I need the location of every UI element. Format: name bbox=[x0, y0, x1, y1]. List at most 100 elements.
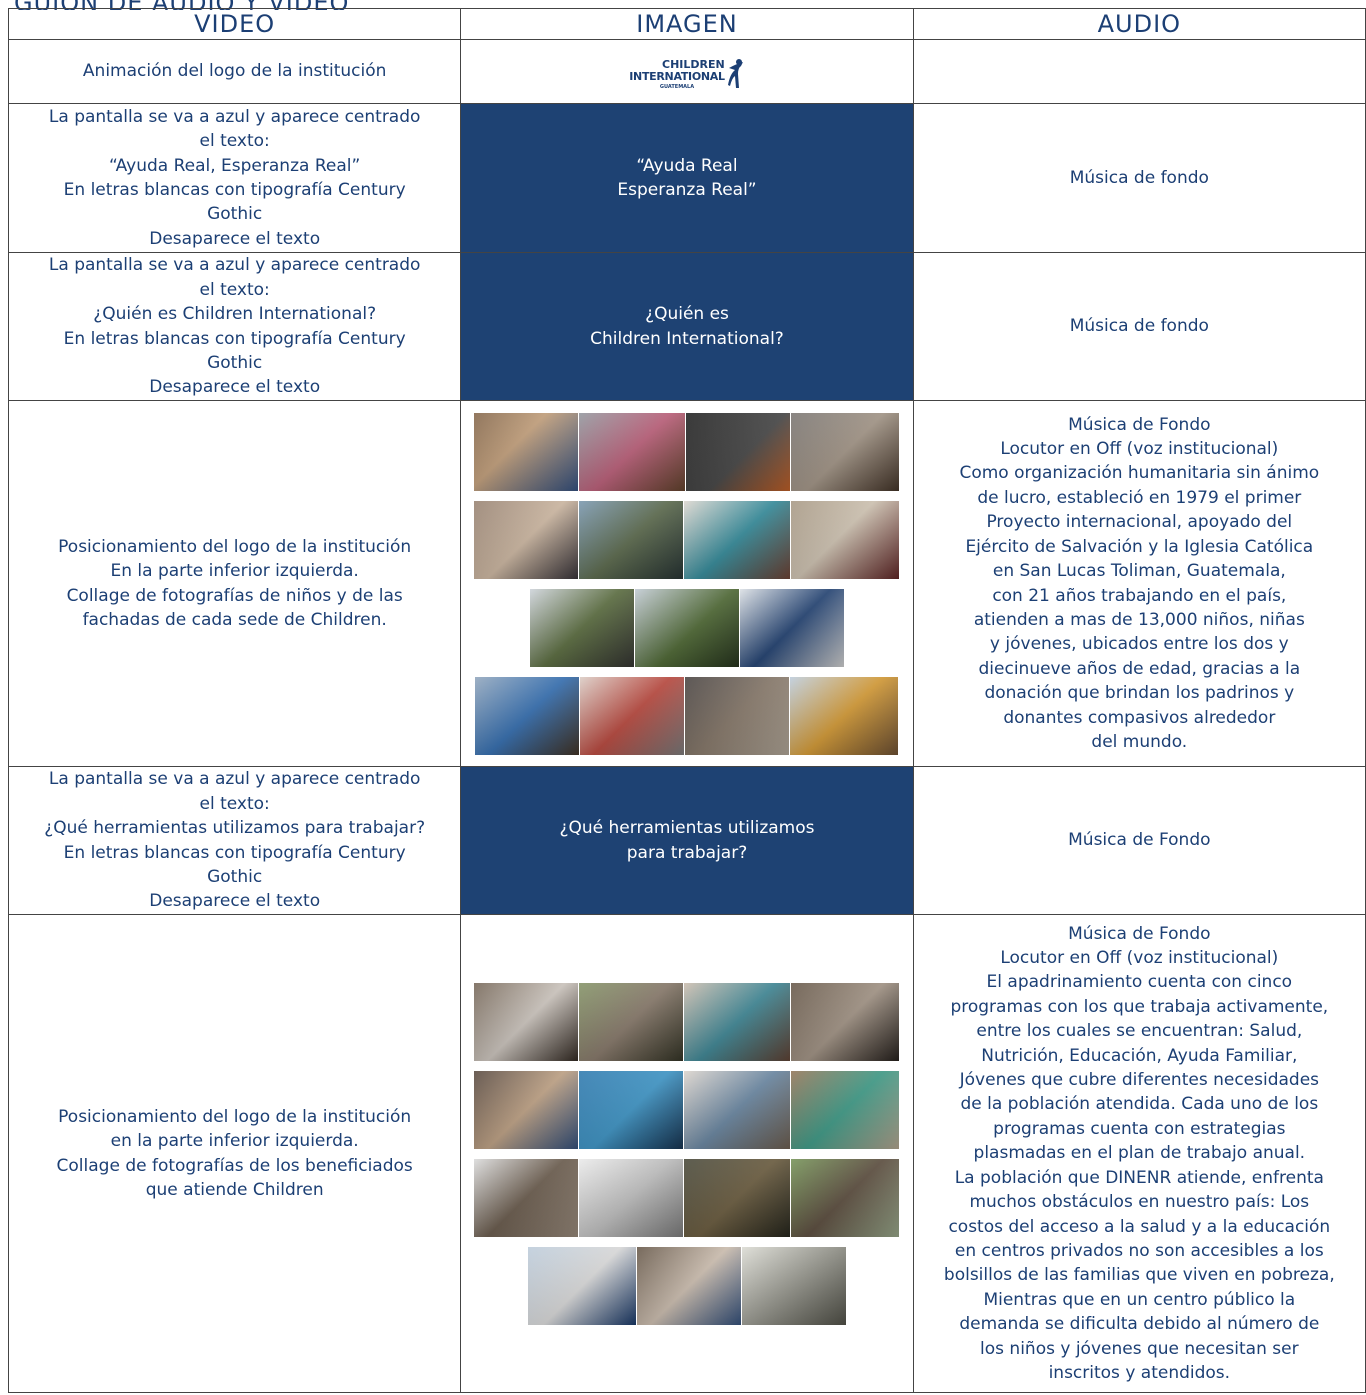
photo bbox=[684, 982, 791, 1061]
text-line: La pantalla se va a azul y aparece centr… bbox=[48, 106, 421, 127]
text-line: Animación del logo de la institución bbox=[82, 61, 387, 82]
text-line: Música de Fondo bbox=[1068, 923, 1211, 944]
text-line: costos del acceso a la salud y a la educ… bbox=[948, 1216, 1331, 1237]
video-cell: La pantalla se va a azul y aparece centr… bbox=[7, 252, 462, 401]
text-line: ¿Quién es bbox=[645, 304, 729, 324]
photo bbox=[475, 676, 580, 755]
photo bbox=[474, 1070, 579, 1149]
text-line: Desaparece el texto bbox=[149, 377, 321, 398]
text-line: Posicionamiento del logo de la instituci… bbox=[58, 536, 412, 557]
text-line: del mundo. bbox=[1091, 731, 1188, 752]
text-line: Música de Fondo bbox=[1068, 414, 1211, 435]
text-line: La población que DINENR atiende, enfrent… bbox=[954, 1167, 1324, 1188]
photo bbox=[474, 500, 579, 579]
photo-strip bbox=[527, 1246, 846, 1325]
text-line: de la población atendida. Cada uno de lo… bbox=[960, 1094, 1319, 1115]
text-line: La pantalla se va a azul y aparece centr… bbox=[48, 255, 421, 276]
photo bbox=[791, 500, 900, 579]
header-video: VIDEO bbox=[7, 8, 462, 40]
text-line: el texto: bbox=[199, 131, 270, 152]
photo bbox=[686, 412, 791, 491]
photo bbox=[579, 412, 686, 491]
photo-strip bbox=[529, 588, 844, 667]
text-line: Collage de fotografías de niños y de las bbox=[66, 585, 403, 606]
table-row: Animación del logo de la institución CHI… bbox=[7, 39, 1366, 104]
text-line: En letras blancas con tipografía Century bbox=[63, 180, 406, 200]
table-row: La pantalla se va a azul y aparece centr… bbox=[7, 103, 1366, 253]
table-row: La pantalla se va a azul y aparece centr… bbox=[7, 252, 1366, 401]
table-row: Posicionamiento del logo de la instituci… bbox=[7, 914, 1366, 1393]
photo bbox=[791, 412, 900, 491]
children-international-logo: CHILDREN INTERNATIONAL GUATEMALA bbox=[629, 58, 744, 92]
text-line: Desaparece el texto bbox=[149, 891, 321, 912]
text-line: el texto: bbox=[199, 279, 270, 300]
text-line: diecinueve años de edad, gracias a la bbox=[978, 658, 1301, 679]
video-cell: Animación del logo de la institución bbox=[7, 39, 462, 104]
text-line: En letras blancas con tipografía Century bbox=[63, 842, 406, 863]
text-line: Posicionamiento del logo de la instituci… bbox=[58, 1106, 412, 1127]
text-line: “Ayuda Real bbox=[636, 155, 738, 176]
table-row: Posicionamiento del logo de la instituci… bbox=[7, 400, 1366, 767]
audio-cell: Música de fondo bbox=[912, 252, 1366, 401]
header-audio: AUDIO bbox=[912, 8, 1366, 40]
text-line: demanda se dificulta debido al número de bbox=[959, 1314, 1320, 1335]
text-line: Proyecto internacional, apoyado del bbox=[986, 512, 1293, 533]
logo-line-1: CHILDREN bbox=[662, 58, 725, 71]
table-row: La pantalla se va a azul y aparece centr… bbox=[7, 766, 1366, 915]
photo bbox=[791, 1158, 900, 1237]
photo bbox=[791, 1070, 900, 1149]
photo bbox=[685, 676, 790, 755]
script-table: VIDEO IMAGEN AUDIO Animación del logo de… bbox=[7, 8, 1366, 1393]
photo bbox=[579, 982, 684, 1061]
text-line: Gothic bbox=[207, 866, 263, 887]
text-line: Música de fondo bbox=[1069, 167, 1209, 188]
text-line: Gothic bbox=[207, 204, 263, 225]
text-line: programas con los que trabaja activament… bbox=[950, 996, 1329, 1017]
header-row: VIDEO IMAGEN AUDIO bbox=[7, 8, 1366, 40]
photo-collage-children-sedes bbox=[460, 400, 914, 767]
photo bbox=[684, 500, 791, 579]
audio-cell: Música de fondo bbox=[912, 103, 1366, 253]
photo bbox=[580, 676, 685, 755]
imagen-cell: CHILDREN INTERNATIONAL GUATEMALA bbox=[460, 39, 914, 104]
photo bbox=[741, 1246, 846, 1325]
text-line: para trabajar? bbox=[626, 842, 748, 863]
photo bbox=[474, 1158, 579, 1237]
text-line: ¿Quién es Children International? bbox=[93, 304, 377, 325]
photo bbox=[474, 982, 579, 1061]
text-line: Música de Fondo bbox=[1068, 830, 1211, 851]
text-line: ¿Qué herramientas utilizamos para trabaj… bbox=[44, 818, 426, 839]
video-cell: Posicionamiento del logo de la instituci… bbox=[7, 400, 462, 767]
text-line: Locutor en Off (voz institucional) bbox=[1000, 948, 1279, 969]
photo-strip bbox=[475, 676, 899, 755]
text-line: ¿Qué herramientas utilizamos bbox=[559, 818, 815, 838]
logo-line-3: GUATEMALA bbox=[659, 84, 695, 90]
text-line: Como organización humanitaria sin ánimo bbox=[959, 463, 1320, 484]
photo bbox=[579, 1070, 684, 1149]
photo bbox=[684, 1158, 791, 1237]
photo bbox=[636, 1246, 741, 1325]
page-title: GUION DE AUDIO Y VIDEO bbox=[14, 0, 349, 10]
photo bbox=[579, 500, 684, 579]
photo bbox=[579, 1158, 684, 1237]
text-line: que atiende Children bbox=[145, 1179, 324, 1200]
text-line: de lucro, estableció en 1979 el primer bbox=[977, 487, 1302, 508]
photo bbox=[529, 588, 634, 667]
text-line: “Ayuda Real, Esperanza Real” bbox=[109, 155, 361, 176]
photo-strip bbox=[474, 1070, 900, 1149]
text-line: La pantalla se va a azul y aparece centr… bbox=[48, 769, 421, 790]
photo bbox=[790, 676, 899, 755]
photo bbox=[527, 1246, 636, 1325]
text-line: Collage de fotografías de los beneficiad… bbox=[56, 1155, 413, 1176]
text-line: En la parte inferior izquierda. bbox=[110, 561, 359, 582]
text-line: fachadas de cada sede de Children. bbox=[82, 609, 387, 630]
video-cell: La pantalla se va a azul y aparece centr… bbox=[7, 766, 462, 915]
photo-strip bbox=[474, 1158, 900, 1237]
photo bbox=[474, 412, 579, 491]
blue-title-screen: ¿Qué herramientas utilizamos para trabaja… bbox=[460, 766, 914, 915]
text-line: muchos obstáculos en nuestro país: Los bbox=[969, 1192, 1310, 1213]
